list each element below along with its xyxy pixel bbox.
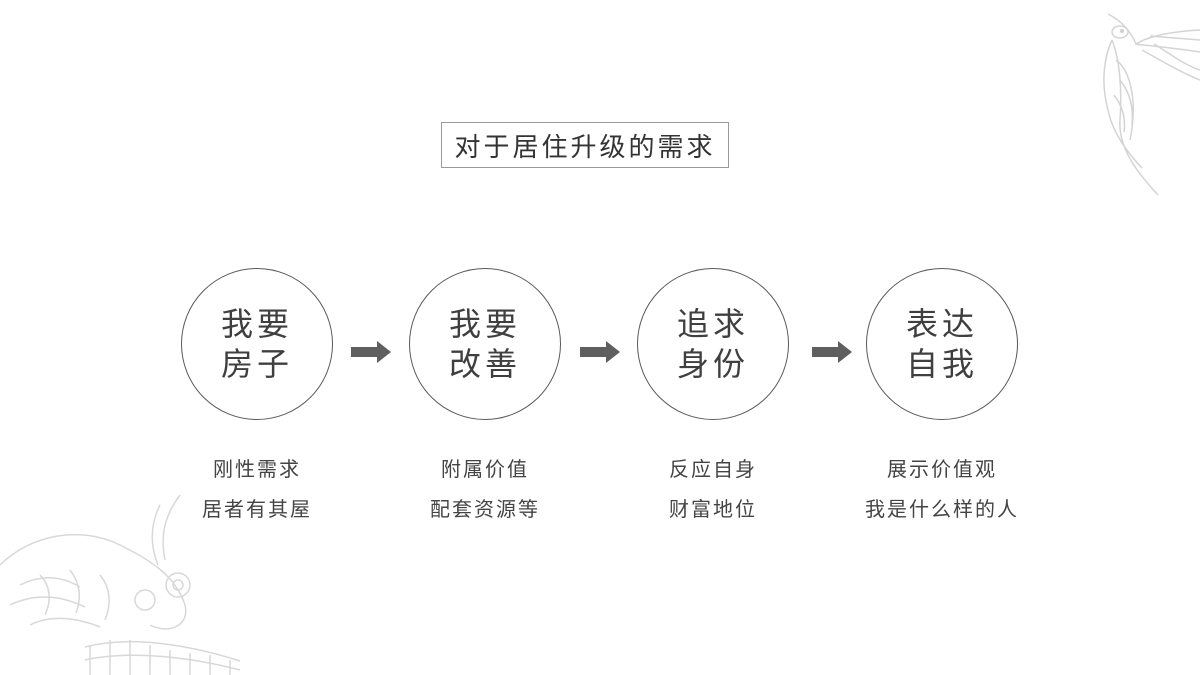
step-circle-2: 我要 改善	[409, 268, 561, 420]
step-3-description: 反应自身 财富地位	[613, 449, 813, 529]
right-arrow-icon	[812, 341, 852, 363]
step-2-desc-line1: 附属价值	[441, 457, 529, 481]
step-1-line2: 房子	[220, 345, 293, 383]
step-3-line2: 身份	[676, 345, 749, 383]
step-3-desc-line2: 财富地位	[669, 497, 757, 521]
step-1-description: 刚性需求 居者有其屋	[157, 449, 357, 529]
step-1-line1: 我要	[220, 305, 293, 343]
step-circle-3: 追求 身份	[637, 268, 789, 420]
step-1-desc-line1: 刚性需求	[213, 457, 301, 481]
step-4-line2: 自我	[905, 345, 978, 383]
step-3-desc-line1: 反应自身	[669, 457, 757, 481]
step-circle-1: 我要 房子	[181, 268, 333, 420]
step-circle-4: 表达 自我	[866, 268, 1018, 420]
step-4-desc-line1: 展示价值观	[887, 457, 997, 481]
step-2-description: 附属价值 配套资源等	[385, 449, 585, 529]
step-2-desc-line2: 配套资源等	[430, 497, 540, 521]
step-4-line1: 表达	[905, 305, 978, 343]
step-4-desc-line2: 我是什么样的人	[865, 497, 1019, 521]
page-title: 对于居住升级的需求	[441, 122, 729, 168]
right-arrow-icon	[580, 341, 620, 363]
step-1-desc-line2: 居者有其屋	[202, 497, 312, 521]
right-arrow-icon	[351, 341, 391, 363]
step-3-line1: 追求	[676, 305, 749, 343]
step-2-line1: 我要	[448, 305, 521, 343]
step-2-line2: 改善	[448, 345, 521, 383]
step-4-description: 展示价值观 我是什么样的人	[842, 449, 1042, 529]
swallow-bird-illustration	[1103, 13, 1200, 196]
